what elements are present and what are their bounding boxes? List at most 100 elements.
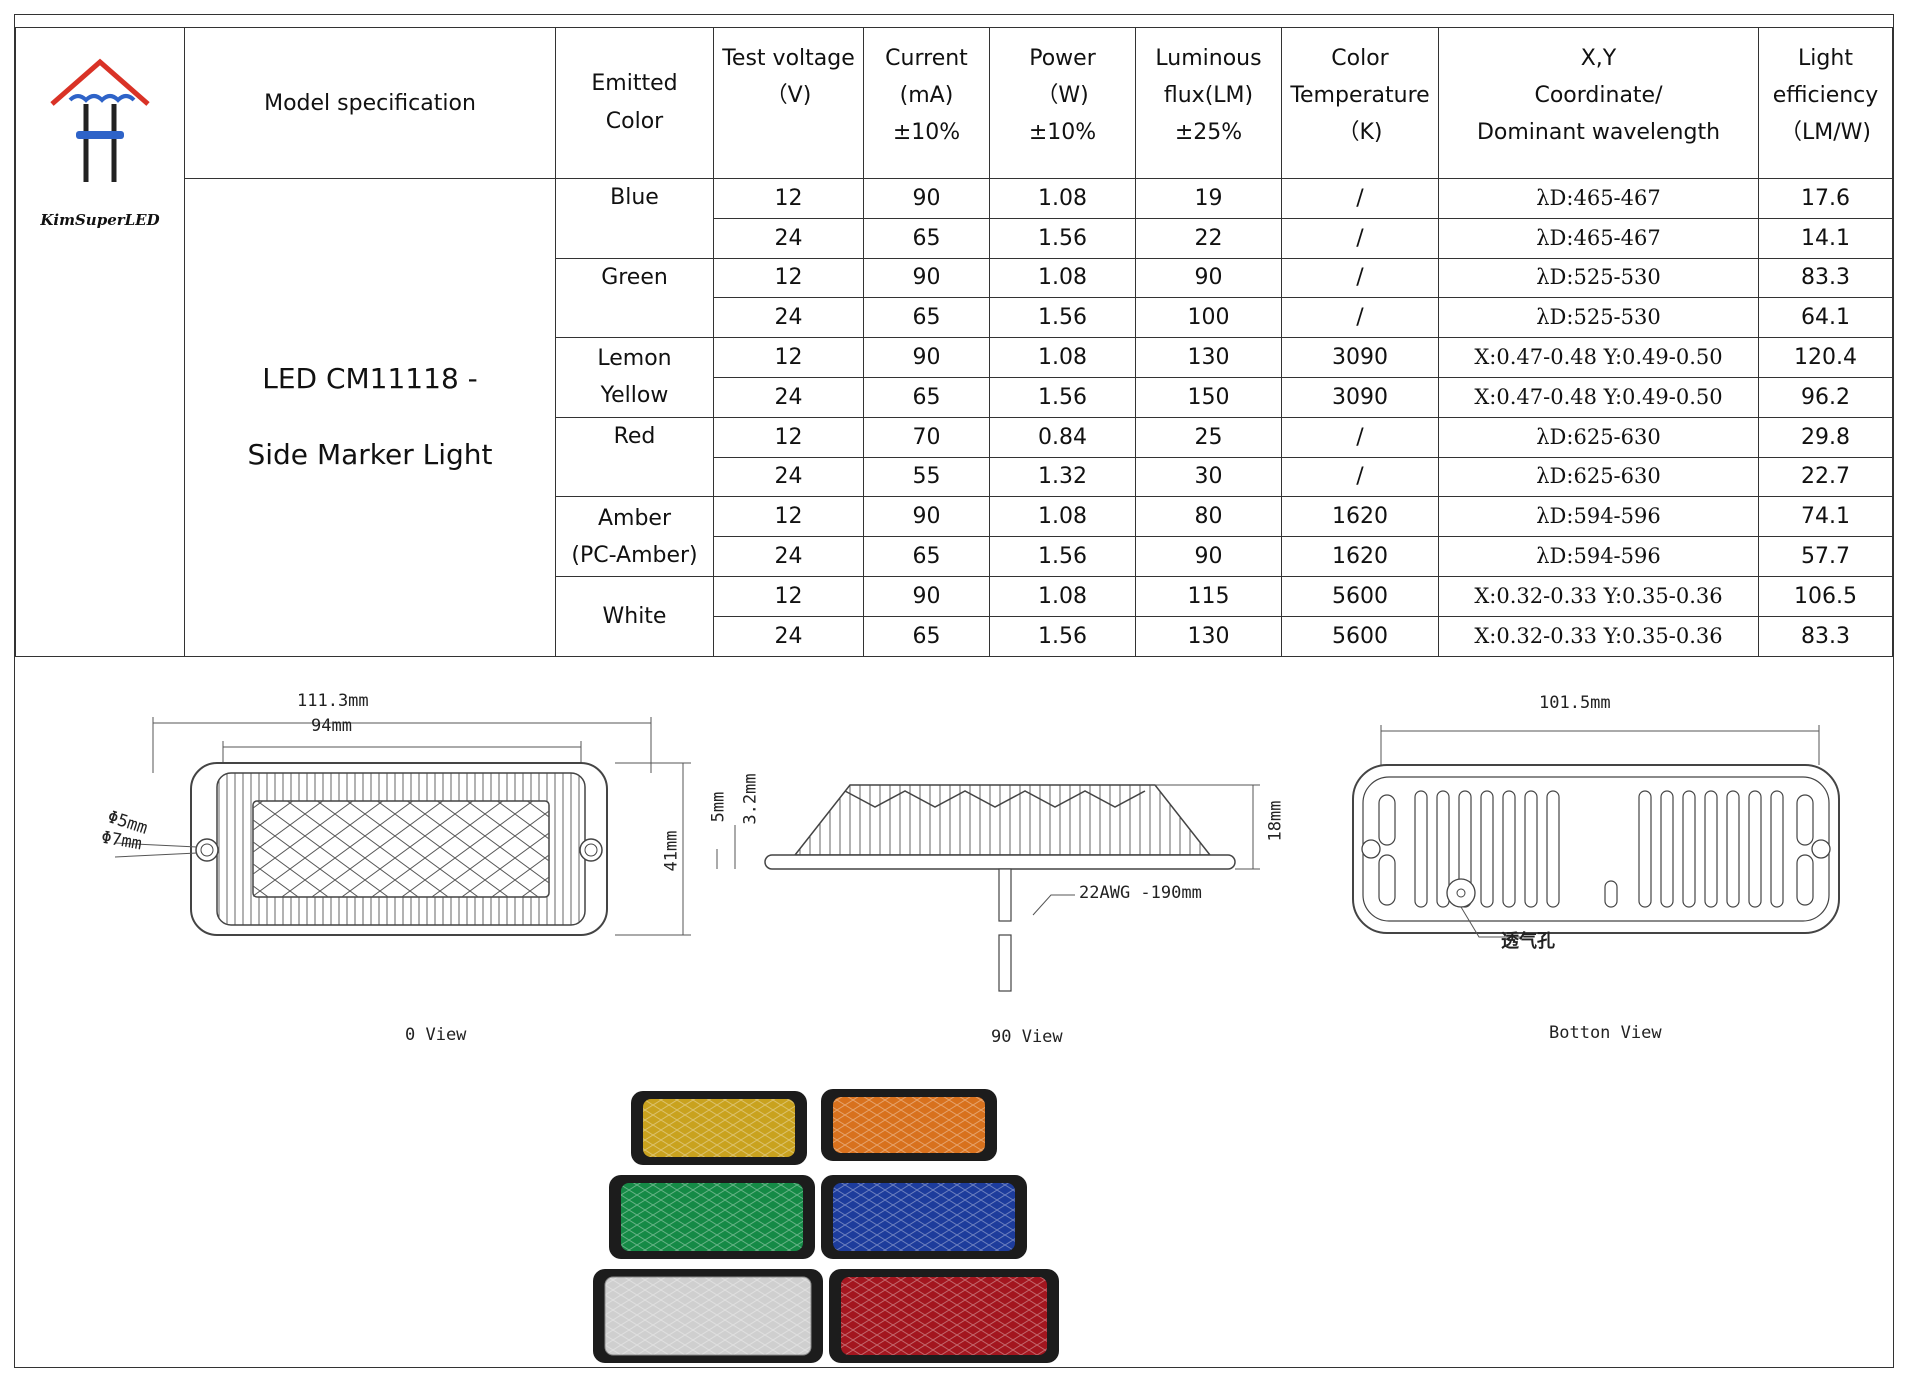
current-cell: 65 — [863, 217, 990, 259]
power-cell: 1.56 — [989, 536, 1136, 577]
side-dim-a: 5mm — [708, 791, 729, 823]
bottom-view-drawing — [1352, 725, 1840, 938]
flux-cell: 130 — [1135, 615, 1282, 657]
current-cell: 90 — [863, 496, 990, 538]
voltage-cell: 24 — [713, 376, 864, 418]
side-dim-c: 18mm — [1265, 800, 1286, 842]
emitted-color-cell: Green — [555, 257, 714, 339]
flux-cell: 80 — [1135, 496, 1282, 538]
efficiency-cell: 57.7 — [1758, 536, 1893, 577]
table-row: 24 55 1.32 30 / λD:625-630 22.7 — [16, 456, 1893, 498]
flux-cell: 90 — [1135, 257, 1282, 299]
power-cell: 1.08 — [989, 496, 1136, 538]
header-power: Power（W)±10% — [989, 27, 1136, 179]
power-cell: 1.08 — [989, 575, 1136, 617]
side-view-drawing — [716, 784, 1260, 992]
current-cell: 65 — [863, 615, 990, 657]
flux-cell: 150 — [1135, 376, 1282, 418]
efficiency-cell: 64.1 — [1758, 297, 1893, 339]
power-cell: 1.56 — [989, 217, 1136, 259]
power-cell: 1.08 — [989, 257, 1136, 299]
voltage-cell: 24 — [713, 536, 864, 577]
power-cell: 1.32 — [989, 456, 1136, 498]
efficiency-cell: 22.7 — [1758, 456, 1893, 498]
voltage-cell: 12 — [713, 575, 864, 617]
table-row: White 12 90 1.08 115 5600 X:0.32-0.33 Y:… — [16, 575, 1893, 657]
flux-cell: 25 — [1135, 416, 1282, 458]
efficiency-cell: 83.3 — [1758, 615, 1893, 657]
efficiency-cell: 83.3 — [1758, 257, 1893, 299]
temperature-cell: / — [1281, 257, 1439, 299]
temperature-cell: 3090 — [1281, 376, 1439, 418]
emitted-color-cell: Red — [555, 416, 714, 498]
coordinate-cell: λD:594-596 — [1438, 536, 1759, 577]
emitted-color-cell: Blue — [555, 178, 714, 259]
efficiency-cell: 106.5 — [1758, 575, 1893, 617]
coordinate-cell: λD:525-530 — [1438, 257, 1759, 299]
current-cell: 55 — [863, 456, 990, 498]
side-dim-b: 3.2mm — [740, 773, 761, 825]
table-row: Amber(PC-Amber) 12 90 1.08 80 1620 λD:59… — [16, 496, 1893, 577]
voltage-cell: 24 — [713, 217, 864, 259]
coordinate-cell: λD:465-467 — [1438, 217, 1759, 259]
temperature-cell: 5600 — [1281, 575, 1439, 617]
bottom-view-label: Botton View — [1549, 1023, 1662, 1043]
header-model: Model specification — [184, 27, 556, 179]
front-dim-inner: 94mm — [311, 716, 352, 736]
efficiency-cell: 120.4 — [1758, 337, 1893, 378]
side-view-label: 90 View — [991, 1027, 1063, 1047]
temperature-cell: / — [1281, 416, 1439, 458]
vent-hole-label: 透气孔 — [1501, 931, 1555, 952]
current-cell: 65 — [863, 536, 990, 577]
logo-icon — [50, 58, 150, 182]
table-row: 24 65 1.56 100 / λD:525-530 64.1 — [16, 297, 1893, 339]
front-view-drawing — [114, 717, 691, 936]
coordinate-cell: λD:625-630 — [1438, 456, 1759, 498]
table-row: 24 65 1.56 90 1620 λD:594-596 57.7 — [16, 536, 1893, 577]
emitted-color-cell: Amber(PC-Amber) — [555, 496, 714, 577]
logo-brand: KimSuperLED — [40, 211, 160, 229]
power-cell: 1.08 — [989, 337, 1136, 378]
voltage-cell: 24 — [713, 456, 864, 498]
voltage-cell: 12 — [713, 496, 864, 538]
efficiency-cell: 96.2 — [1758, 376, 1893, 418]
voltage-cell: 24 — [713, 297, 864, 339]
flux-cell: 22 — [1135, 217, 1282, 259]
voltage-cell: 12 — [713, 337, 864, 378]
current-cell: 65 — [863, 376, 990, 418]
product-photo — [593, 1089, 1059, 1363]
header-current: Current(mA)±10% — [863, 27, 990, 179]
coordinate-cell: λD:465-467 — [1438, 178, 1759, 219]
table-row: 24 65 1.56 150 3090 X:0.47-0.48 Y:0.49-0… — [16, 376, 1893, 418]
power-cell: 1.08 — [989, 178, 1136, 219]
power-cell: 1.56 — [989, 615, 1136, 657]
temperature-cell: 1620 — [1281, 496, 1439, 538]
table-row: 24 65 1.56 130 5600 X:0.32-0.33 Y:0.35-0… — [16, 615, 1893, 657]
side-wire-spec: 22AWG -190mm — [1079, 883, 1202, 903]
current-cell: 70 — [863, 416, 990, 458]
flux-cell: 30 — [1135, 456, 1282, 498]
voltage-cell: 12 — [713, 257, 864, 299]
front-dim-width: 111.3mm — [297, 691, 369, 711]
table-row: Green 12 90 1.08 90 / λD:525-530 83.3 — [16, 257, 1893, 339]
voltage-cell: 12 — [713, 178, 864, 219]
table-row: LED CM11118 -Side Marker Light Blue 12 9… — [16, 178, 1893, 657]
flux-cell: 90 — [1135, 536, 1282, 577]
table-row: 24 65 1.56 22 / λD:465-467 14.1 — [16, 217, 1893, 259]
efficiency-cell: 29.8 — [1758, 416, 1893, 458]
temperature-cell: / — [1281, 456, 1439, 498]
efficiency-cell: 74.1 — [1758, 496, 1893, 538]
bottom-dim-width: 101.5mm — [1539, 693, 1611, 713]
temperature-cell: / — [1281, 178, 1439, 219]
model-name: LED CM11118 -Side Marker Light — [184, 178, 556, 657]
coordinate-cell: λD:594-596 — [1438, 496, 1759, 538]
current-cell: 90 — [863, 257, 990, 299]
logo-cell: KimSuperLED — [15, 27, 185, 657]
